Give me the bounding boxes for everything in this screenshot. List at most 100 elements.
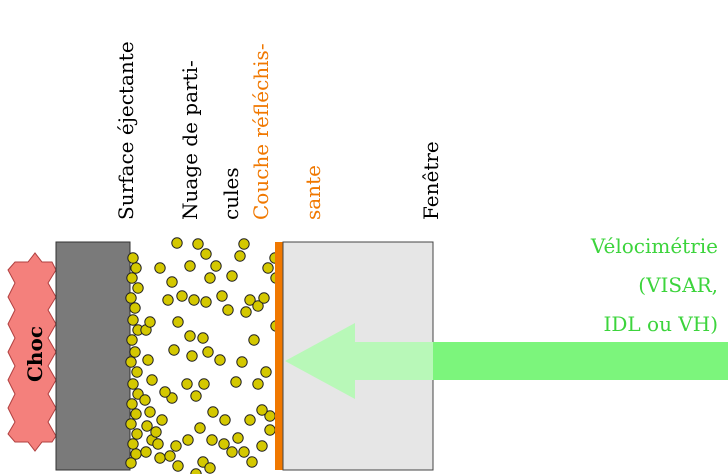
- particle: [214, 354, 226, 366]
- particle: [238, 238, 250, 250]
- particle: [186, 350, 198, 362]
- particle: [144, 406, 156, 418]
- particle: [154, 262, 166, 274]
- particle: [129, 302, 141, 314]
- particle: [126, 398, 138, 410]
- particle: [159, 386, 171, 398]
- particle: [248, 334, 260, 346]
- label-surface-ejectante: Surface éjectante: [114, 41, 138, 220]
- particle: [216, 290, 228, 302]
- particle: [204, 462, 216, 474]
- particle: [252, 300, 264, 312]
- label-nuage-line2: cules: [219, 167, 243, 220]
- label-couche-line2: sante: [301, 165, 325, 220]
- reflective-layer: [275, 242, 283, 470]
- velocimetry-beam: [285, 323, 728, 399]
- particle: [198, 378, 210, 390]
- particle: [127, 252, 139, 264]
- particle: [125, 292, 137, 304]
- particle: [140, 446, 152, 458]
- particle: [132, 282, 144, 294]
- particle: [125, 418, 137, 430]
- particle: [256, 404, 268, 416]
- ejecting-surface: [55, 241, 131, 471]
- particle: [139, 394, 151, 406]
- particle: [256, 440, 268, 452]
- particle: [166, 276, 178, 288]
- particle: [129, 346, 141, 358]
- particle: [146, 374, 158, 386]
- particle: [260, 366, 272, 378]
- particle: [188, 294, 200, 306]
- particle: [244, 414, 256, 426]
- particle: [156, 414, 168, 426]
- particle: [152, 438, 164, 450]
- particle: [204, 272, 216, 284]
- particle: [131, 366, 143, 378]
- particle: [172, 460, 184, 472]
- particle: [197, 332, 209, 344]
- particle: [176, 290, 188, 302]
- particle: [262, 262, 274, 274]
- particle: [184, 330, 196, 342]
- particle: [184, 260, 196, 272]
- particle: [170, 440, 182, 452]
- particle-cloud: [125, 237, 282, 474]
- particle: [164, 450, 176, 462]
- label-couche-line1: Couche réfléchis-: [249, 43, 273, 220]
- particle: [192, 238, 204, 250]
- particle: [202, 346, 214, 358]
- particle: [252, 378, 264, 390]
- label-fenetre: Fenêtre: [419, 141, 443, 220]
- particle: [232, 432, 244, 444]
- label-nuage-line1: Nuage de parti-: [178, 60, 202, 220]
- particle: [190, 390, 202, 402]
- particle: [127, 438, 139, 450]
- particle: [162, 294, 174, 306]
- particle: [207, 406, 219, 418]
- particle: [190, 468, 202, 474]
- particle: [226, 270, 238, 282]
- particle: [230, 376, 242, 388]
- particle: [210, 260, 222, 272]
- particle: [168, 344, 180, 356]
- particle: [130, 408, 142, 420]
- choc-label: Choc: [23, 326, 47, 382]
- particle: [141, 420, 153, 432]
- particle: [200, 296, 212, 308]
- particle: [244, 294, 256, 306]
- particle: [127, 378, 139, 390]
- particle: [125, 457, 137, 469]
- particle: [200, 248, 212, 260]
- particle: [172, 316, 184, 328]
- particle: [154, 452, 166, 464]
- particle: [234, 250, 246, 262]
- particle: [181, 378, 193, 390]
- particle: [236, 356, 248, 368]
- particle: [126, 272, 138, 284]
- particle: [219, 414, 231, 426]
- particle: [206, 434, 218, 446]
- particle: [240, 306, 252, 318]
- particle: [125, 356, 137, 368]
- particle: [126, 334, 138, 346]
- particle: [222, 304, 234, 316]
- particle: [246, 456, 258, 468]
- particle: [226, 446, 238, 458]
- particle: [131, 428, 143, 440]
- particle: [142, 354, 154, 366]
- label-velocimetrie-line1: Vélocimétrie: [590, 234, 718, 258]
- particle: [238, 446, 250, 458]
- particle: [127, 314, 139, 326]
- particle: [264, 424, 276, 436]
- particle: [171, 237, 183, 249]
- particle: [144, 316, 156, 328]
- particle: [258, 292, 270, 304]
- particle: [182, 434, 194, 446]
- label-velocimetrie-line2: (VISAR,: [638, 273, 718, 297]
- particle: [150, 426, 162, 438]
- shock-shape: Choc: [7, 252, 57, 452]
- particle: [194, 422, 206, 434]
